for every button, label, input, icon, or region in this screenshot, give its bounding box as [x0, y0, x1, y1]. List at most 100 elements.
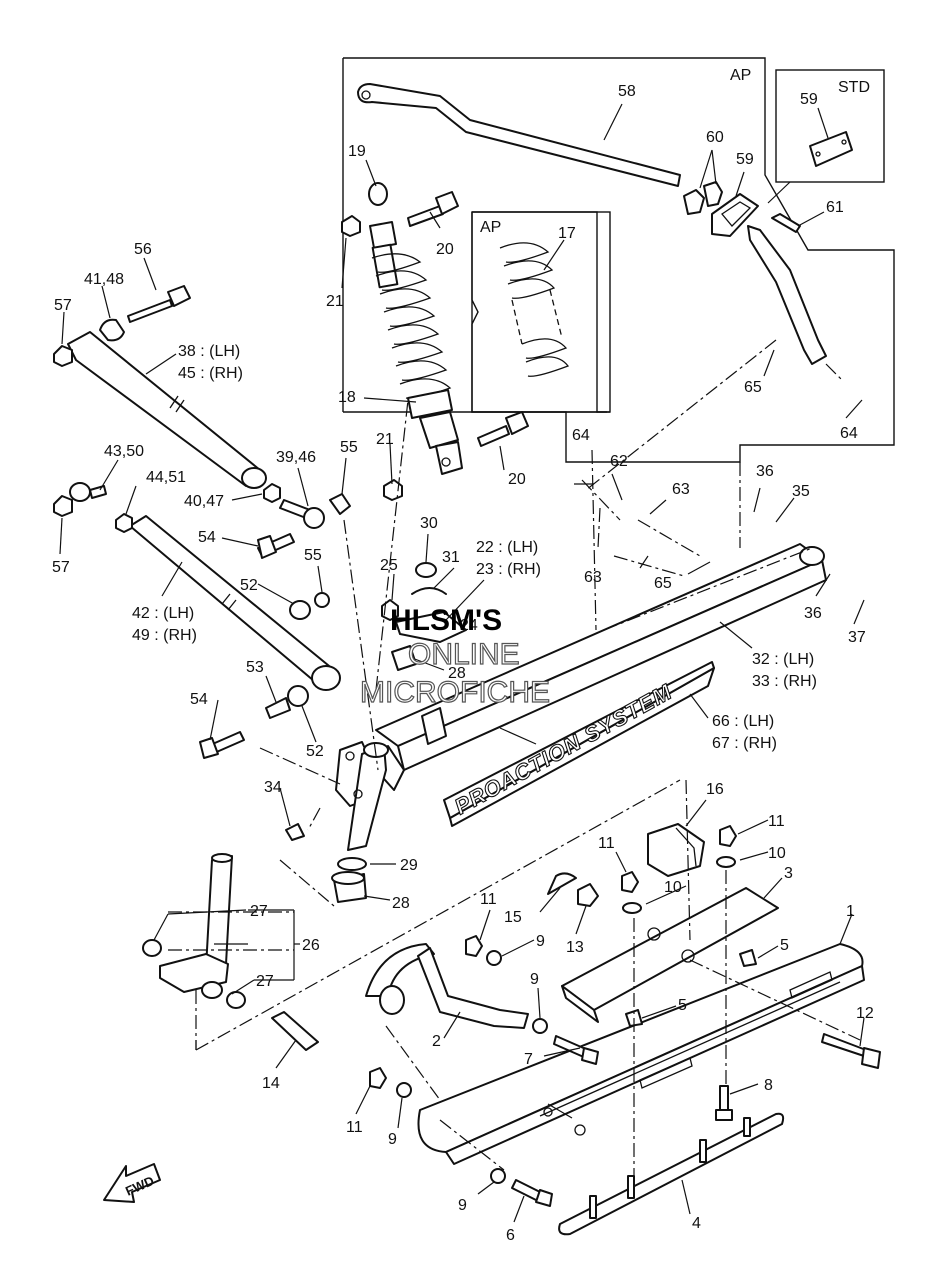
- part-labels: AP STD AP 58 59 60 59 61 19 20 21 17 18 …: [52, 67, 874, 1244]
- label-65-bottom: 65: [654, 575, 672, 592]
- ski-hardware: [369, 825, 881, 1207]
- label-8: 8: [764, 1077, 773, 1094]
- label-24: 24: [460, 617, 478, 634]
- ski-stopper: [647, 823, 705, 877]
- ap-spring: [499, 242, 570, 377]
- label-20-bottom: 20: [508, 471, 526, 488]
- std-plate: [809, 131, 853, 167]
- label-7: 7: [524, 1051, 533, 1068]
- label-55-top: 55: [340, 439, 358, 456]
- label-21-bottom: 21: [376, 431, 394, 448]
- label-64-right: 64: [840, 425, 858, 442]
- label-60: 60: [706, 129, 724, 146]
- label-63-bottom: 63: [584, 569, 602, 586]
- label-1: 1: [846, 903, 855, 920]
- label-32: 32 : (LH): [752, 651, 814, 668]
- label-35: 35: [792, 483, 810, 500]
- label-25: 25: [380, 557, 398, 574]
- label-59-std: 59: [800, 91, 818, 108]
- label-45: 45 : (RH): [178, 365, 243, 382]
- ski-handle: [365, 943, 529, 1029]
- label-27-top: 27: [250, 903, 268, 920]
- label-63-top: 63: [672, 481, 690, 498]
- label-12: 12: [856, 1005, 874, 1022]
- label-54-top: 54: [198, 529, 216, 546]
- label-5-mid: 5: [678, 997, 687, 1014]
- label-30: 30: [420, 515, 438, 532]
- label-55-mid: 55: [304, 547, 322, 564]
- label-22: 22 : (LH): [476, 539, 538, 556]
- ski: [417, 943, 865, 1165]
- label-9-c: 9: [388, 1131, 397, 1148]
- spindle-knuckle: [285, 741, 389, 903]
- label-15: 15: [504, 909, 522, 926]
- label-14: 14: [262, 1075, 280, 1092]
- dashed-alignment-lines: [168, 339, 861, 1190]
- label-16: 16: [706, 781, 724, 798]
- spindle-hardware: [381, 562, 467, 671]
- label-57-top: 57: [54, 297, 72, 314]
- label-23: 23 : (RH): [476, 561, 541, 578]
- label-49: 49 : (RH): [132, 627, 197, 644]
- label-67: 67 : (RH): [712, 735, 777, 752]
- label-52-top: 52: [240, 577, 258, 594]
- label-19: 19: [348, 143, 366, 160]
- label-26: 26: [302, 937, 320, 954]
- label-36-bottom: 36: [804, 605, 822, 622]
- screw-61: [771, 213, 801, 233]
- label-41-48: 41,48: [84, 271, 124, 288]
- label-20-top: 20: [436, 241, 454, 258]
- label-10-mid: 10: [664, 879, 682, 896]
- ski-runner: [558, 1112, 785, 1236]
- label-3: 3: [784, 865, 793, 882]
- upper-arm: [53, 285, 267, 489]
- shock-absorber: [368, 182, 463, 475]
- label-54-bottom: 54: [190, 691, 208, 708]
- label-28-top: 28: [448, 665, 466, 682]
- bushing-pads: [683, 181, 723, 215]
- ski-saddle: [561, 887, 779, 1023]
- label-11-mid: 11: [598, 835, 615, 852]
- label-40-47: 40,47: [184, 493, 224, 510]
- steering-spindle: [142, 853, 319, 1051]
- label-ap-spring: AP: [480, 219, 501, 236]
- watermark-line3: MICROFICHE: [360, 676, 550, 709]
- label-66: 66 : (LH): [712, 713, 774, 730]
- label-6: 6: [506, 1227, 515, 1244]
- label-64-left: 64: [572, 427, 590, 444]
- fwd-arrow: FWD: [103, 1163, 161, 1203]
- watermark: HLSM'S ONLINE MICROFICHE: [359, 604, 550, 710]
- label-11-left: 11: [480, 891, 497, 908]
- bracket-plate: [711, 193, 759, 237]
- label-21-top: 21: [326, 293, 344, 310]
- label-4: 4: [692, 1215, 701, 1232]
- label-17: 17: [558, 225, 576, 242]
- label-13: 13: [566, 939, 584, 956]
- label-53: 53: [246, 659, 264, 676]
- bolts-20: [407, 191, 529, 447]
- label-33: 33 : (RH): [752, 673, 817, 690]
- label-28-bottom: 28: [392, 895, 410, 912]
- arm-hardware: [199, 483, 351, 759]
- label-34: 34: [264, 779, 282, 796]
- label-57-bottom: 57: [52, 559, 70, 576]
- watermark-line2: ONLINE: [408, 638, 520, 671]
- label-10-right: 10: [768, 845, 786, 862]
- label-std: STD: [838, 79, 870, 96]
- label-31: 31: [442, 549, 460, 566]
- label-9-d: 9: [458, 1197, 467, 1214]
- stabilizer-bar: [357, 83, 827, 365]
- ap-spring-box: [471, 211, 611, 413]
- label-59: 59: [736, 151, 754, 168]
- label-36-top: 36: [756, 463, 774, 480]
- std-box: [767, 69, 885, 204]
- label-56: 56: [134, 241, 152, 258]
- label-18: 18: [338, 389, 356, 406]
- leader-lines: [59, 103, 865, 1223]
- label-39-46: 39,46: [276, 449, 316, 466]
- label-65-top: 65: [744, 379, 762, 396]
- label-11-bottom: 11: [346, 1119, 363, 1136]
- proaction-decal: [443, 661, 715, 827]
- label-5-right: 5: [780, 937, 789, 954]
